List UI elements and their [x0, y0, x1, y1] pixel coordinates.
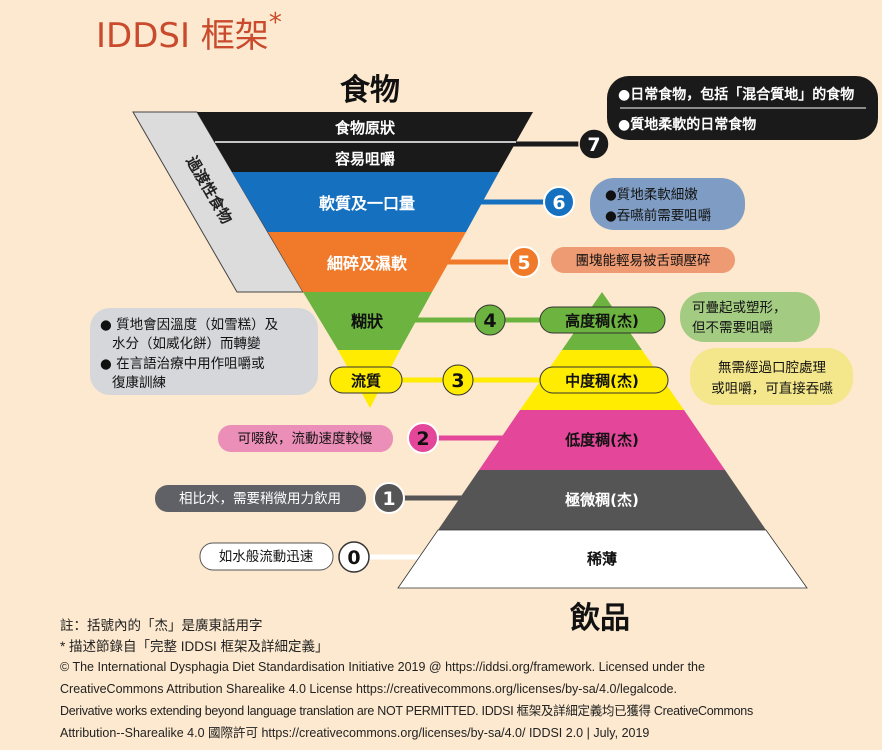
transition-note [90, 308, 318, 395]
transition-note-4: 復康訓練 [112, 374, 166, 391]
food-level-3-label: 流質 [351, 372, 381, 390]
level-5-number: 5 [517, 252, 530, 274]
level-2-marker [407, 422, 439, 454]
transition-note-3: ● 在言語治療中用作咀嚼或 [100, 355, 265, 372]
level-6-note-2: ●吞嚥前需要咀嚼 [605, 207, 711, 224]
footnote-2: * 描述節錄自「完整 IDDSI 框架及詳細定義」 [60, 639, 329, 654]
level-1-marker [373, 482, 405, 514]
level-3-note-1: 無需經過口腔處理 [718, 360, 826, 376]
license-line-1: © The International Dysphagia Diet Stand… [60, 660, 705, 674]
food-heading: 食物 [340, 73, 400, 108]
level-0-marker [338, 541, 370, 573]
level-6-note-1: ●質地柔軟細嫩 [605, 187, 698, 203]
food-level-5-label: 細碎及濕軟 [327, 254, 408, 273]
food-level-7-label-b: 容易咀嚼 [334, 150, 395, 168]
transition-note-1: ● 質地會因溫度（如雪糕）及 [100, 317, 279, 333]
food-level-6-label: 軟質及一口量 [319, 194, 415, 213]
drink-level-1 [438, 470, 766, 530]
drink-heading: 飲品 [570, 601, 630, 636]
food-level-5 [268, 232, 466, 292]
level-4-number: 4 [483, 310, 496, 332]
level-0-note-text: 如水般流動迅速 [219, 549, 314, 565]
food-level-4 [303, 292, 432, 350]
level-7-note-1: ●日常食物，包括「混合質地」的食物 [618, 86, 854, 103]
level-1-note [155, 485, 366, 512]
level-1-number: 1 [382, 488, 395, 510]
level-4-note [680, 292, 820, 342]
level-2-number: 2 [416, 428, 429, 450]
level-4-note-2: 但不需要咀嚼 [692, 320, 773, 336]
license-line-4: Attribution--Sharealike 4.0 國際許可 https:/… [60, 726, 650, 740]
level-markers: 7 6 5 4 3 2 1 0 [338, 128, 610, 573]
level-5-note [551, 247, 735, 273]
level-5-marker [508, 246, 540, 278]
drink-level-4-label: 高度稠(杰) [565, 312, 639, 330]
page-title: IDDSI 框架* [96, 8, 282, 57]
drink-level-4-tab [539, 306, 666, 334]
level-6-number: 6 [552, 192, 565, 214]
drink-level-3-label: 中度稠(杰) [565, 372, 639, 390]
footnote-1: 註：括號內的「杰」是廣東話用字 [60, 618, 263, 633]
level-7-note-2: ●質地柔軟的日常食物 [618, 116, 756, 133]
license-line-3: Derivative works extending beyond langua… [60, 704, 753, 718]
level-2-note-text: 可啜飲，流動速度較慢 [238, 430, 373, 447]
drink-level-2 [479, 410, 725, 470]
level-4-note-1: 可疊起或塑形， [692, 300, 787, 316]
level-4-marker [474, 304, 506, 336]
food-level-7-label-a: 食物原狀 [335, 119, 396, 137]
level-2-note [218, 425, 393, 452]
level-3-note [690, 348, 853, 405]
level-0-note [199, 542, 334, 571]
license-line-2: CreativeCommons Attribution Sharealike 4… [60, 682, 677, 696]
food-level-3-tab [329, 366, 403, 394]
drink-level-3-tab [539, 366, 669, 394]
food-level-6 [232, 172, 499, 232]
level-0-number: 0 [347, 547, 360, 569]
level-6-note [590, 178, 745, 230]
food-funnel: 食物原狀 容易咀嚼 軟質及一口量 細碎及濕軟 糊狀 [197, 112, 533, 408]
level-3-number: 3 [451, 370, 464, 392]
level-3-note-2: 或咀嚼，可直接吞嚥 [711, 380, 833, 397]
level-5-note-text: 團塊能輕易被舌頭壓碎 [576, 253, 711, 269]
level-3-marker [442, 364, 474, 396]
level-7-number: 7 [587, 134, 600, 156]
drink-level-1-label: 極微稠(杰) [564, 491, 639, 509]
drink-level-0-label: 稀薄 [587, 550, 617, 568]
transition-note-2: 水分（如威化餅）而轉變 [112, 336, 261, 352]
title-text: IDDSI 框架 [96, 16, 269, 56]
level-6-marker [543, 186, 575, 218]
title-asterisk: * [268, 8, 282, 38]
drink-pyramid: 高度稠(杰) 中度稠(杰) 低度稠(杰) 極微稠(杰) 稀薄 [397, 292, 808, 589]
drink-level-2-label: 低度稠(杰) [564, 431, 639, 449]
food-level-4-label: 糊狀 [351, 312, 384, 331]
level-1-note-text: 相比水，需要稍微用力飲用 [179, 491, 341, 507]
level-7-marker [578, 128, 610, 160]
drink-level-0 [397, 529, 808, 589]
